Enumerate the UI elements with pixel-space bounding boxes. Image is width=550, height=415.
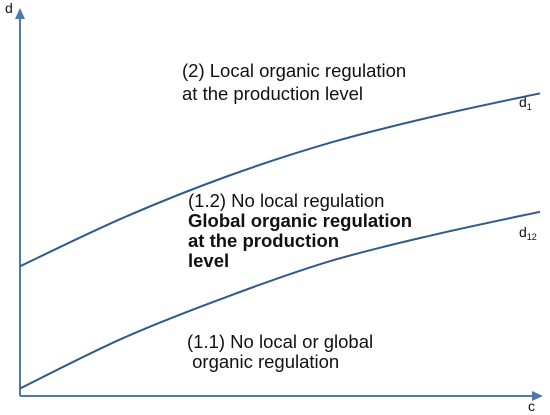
y-axis-arrowhead — [15, 8, 25, 19]
region-line: (1.1) No local or global — [187, 331, 373, 352]
region-no-regulation: (1.1) No local or global organic regulat… — [187, 331, 373, 372]
region-line: at the production — [188, 230, 339, 251]
x-axis-label: c — [528, 398, 535, 414]
curve-d12 — [19, 210, 541, 390]
curve-label-subscript: 12 — [527, 232, 537, 242]
axes: d c — [5, 0, 543, 414]
region-line: Global organic regulation — [188, 210, 412, 231]
y-axis-label: d — [5, 0, 13, 16]
x-axis-arrowhead — [532, 391, 543, 401]
region-line: (1.2) No local regulation — [188, 190, 384, 211]
region-line: at the production level — [182, 83, 363, 104]
region-line: level — [188, 250, 229, 271]
curve-label-d1: d1 — [519, 94, 532, 112]
curve-label-main: d — [519, 224, 527, 240]
curve-label-main: d — [519, 94, 527, 110]
region-line: (2) Local organic regulation — [182, 60, 406, 81]
region-line: organic regulation — [187, 351, 339, 372]
curve-d1 — [19, 92, 541, 268]
curve-label-d12: d12 — [519, 224, 537, 242]
curves — [19, 92, 541, 390]
curve-label-subscript: 1 — [527, 102, 532, 112]
